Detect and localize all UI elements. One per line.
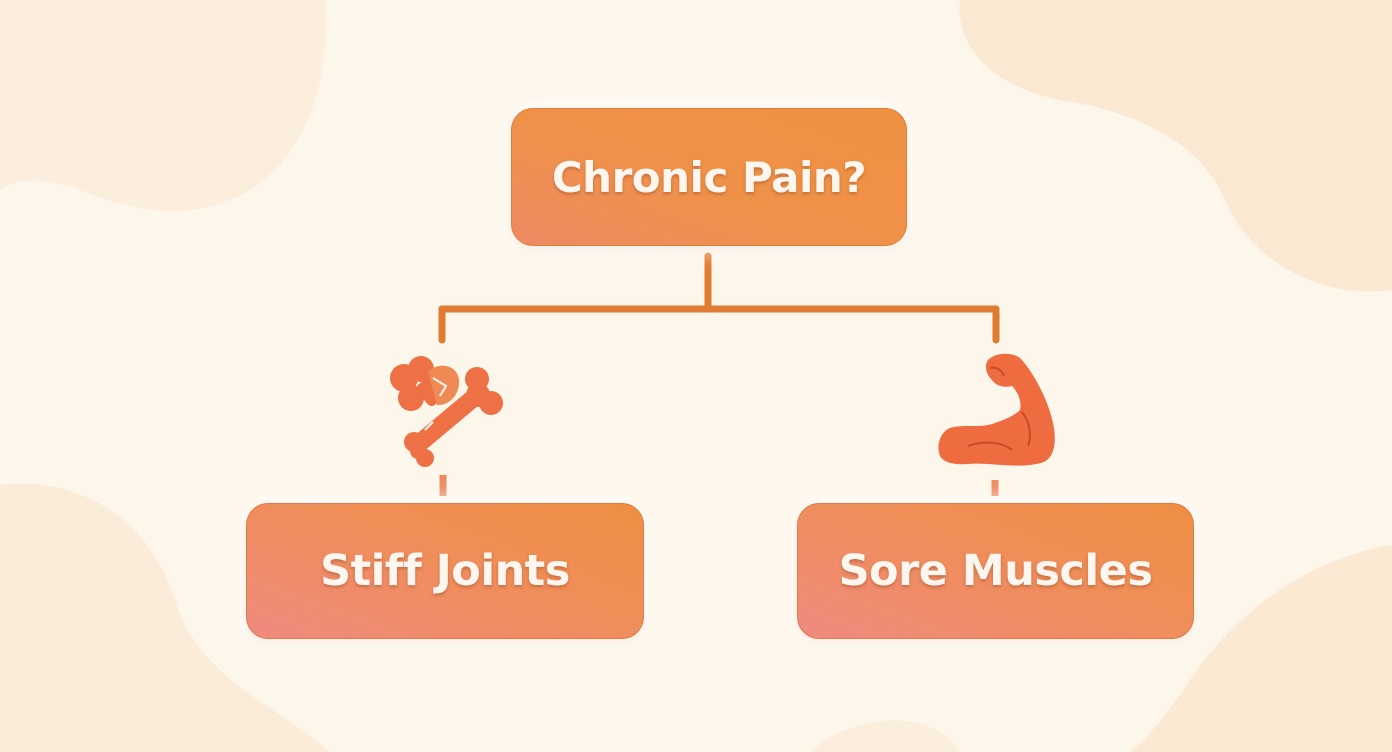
root-node: Chronic Pain? — [511, 108, 907, 246]
child-node-stiff-joints: Stiff Joints — [246, 503, 644, 639]
root-node-label: Chronic Pain? — [551, 152, 867, 202]
child-node-label: Stiff Joints — [320, 546, 570, 596]
bg-blob-bottom-center — [810, 720, 960, 752]
bg-blob-bottom-left — [0, 483, 330, 752]
bg-blob-bottom-right — [1130, 545, 1392, 752]
child-node-label: Sore Muscles — [838, 546, 1153, 596]
bg-blob-top-left — [0, 0, 326, 211]
bg-blob-top-right — [959, 0, 1392, 292]
child-node-sore-muscles: Sore Muscles — [797, 503, 1194, 639]
